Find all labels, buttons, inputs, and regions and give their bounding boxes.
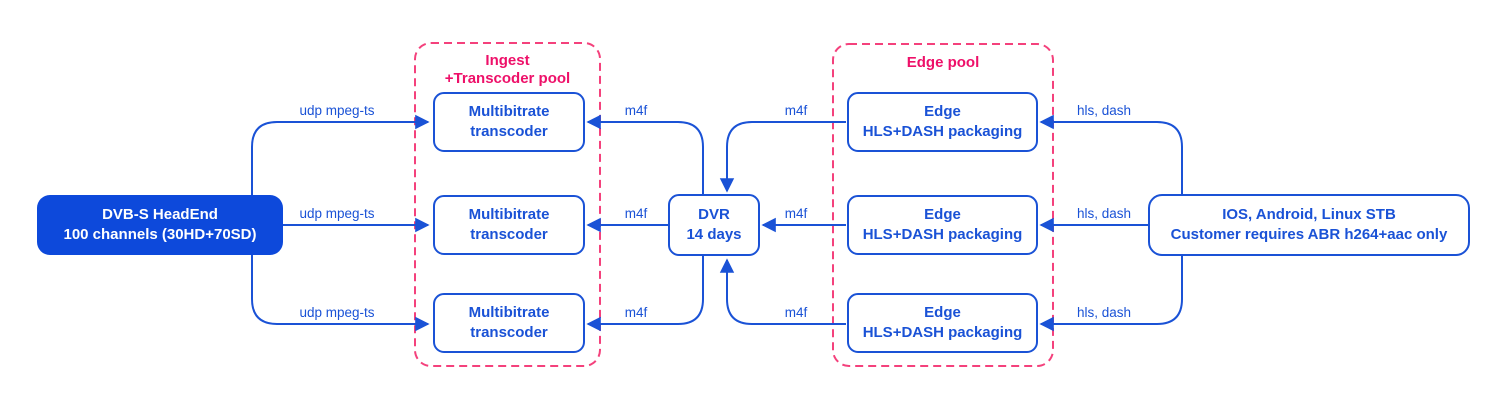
connector-edge3-dvr [719,258,846,325]
label-hls-2: hls, dash [1076,206,1132,221]
connector-dvr-transcoder-3 [586,256,704,332]
clients-node: IOS, Android, Linux STB Customer require… [1148,194,1470,256]
connector-clients-edge-1 [1039,114,1183,194]
edge-node-2: Edge HLS+DASH packaging [847,195,1038,255]
label-m4f-right-1: m4f [784,103,808,118]
label-m4f-left-2: m4f [624,206,648,221]
dvr-node: DVR 14 days [668,194,760,256]
edge-1-title: Edge [924,103,961,120]
edge-3-title: Edge [924,304,961,321]
edge-node-1: Edge HLS+DASH packaging [847,92,1038,152]
headend-subtitle: 100 channels (30HD+70SD) [63,226,257,243]
edge-node-3: Edge HLS+DASH packaging [847,293,1038,353]
clients-subtitle: Customer requires ABR h264+aac only [1170,226,1448,243]
edge-2-subtitle: HLS+DASH packaging [862,226,1023,243]
ingest-pool-title: Ingest +Transcoder pool [415,52,600,88]
transcoder-node-3: Multibitrate transcoder [433,293,585,353]
edge-3-subtitle: HLS+DASH packaging [862,324,1023,341]
connector-headend-transcoder-1 [251,114,430,195]
label-udp-2: udp mpeg-ts [299,206,375,221]
label-m4f-left-3: m4f [624,305,648,320]
label-udp-3: udp mpeg-ts [299,305,375,320]
edge-2-title: Edge [924,206,961,223]
label-m4f-left-1: m4f [624,103,648,118]
transcoder-3-subtitle: transcoder [470,324,548,341]
label-m4f-right-3: m4f [784,305,808,320]
dvr-title: DVR [698,206,730,223]
label-hls-1: hls, dash [1076,103,1132,118]
transcoder-1-title: Multibitrate [468,103,550,120]
label-udp-1: udp mpeg-ts [299,103,375,118]
transcoder-node-1: Multibitrate transcoder [433,92,585,152]
connector-clients-edge-3 [1039,256,1183,332]
transcoder-1-subtitle: transcoder [470,123,548,140]
ingest-pool-title-line1: Ingest [485,52,530,69]
connector-edge1-dvr [719,121,846,193]
clients-title: IOS, Android, Linux STB [1222,206,1396,223]
label-m4f-right-2: m4f [784,206,808,221]
dvr-subtitle: 14 days [686,226,742,243]
edge-1-subtitle: HLS+DASH packaging [862,123,1023,140]
headend-title: DVB-S HeadEnd [102,206,218,223]
transcoder-2-subtitle: transcoder [470,226,548,243]
transcoder-3-title: Multibitrate [468,304,550,321]
transcoder-node-2: Multibitrate transcoder [433,195,585,255]
connector-dvr-transcoder-1 [586,114,704,194]
edge-pool-outline [832,43,1054,367]
ingest-pool-title-line2: +Transcoder pool [444,70,571,87]
edge-pool-title: Edge pool [906,54,980,71]
headend-node: DVB-S HeadEnd 100 channels (30HD+70SD) [37,195,283,255]
label-hls-3: hls, dash [1076,305,1132,320]
transcoder-2-title: Multibitrate [468,206,550,223]
connector-headend-transcoder-3 [251,255,430,332]
